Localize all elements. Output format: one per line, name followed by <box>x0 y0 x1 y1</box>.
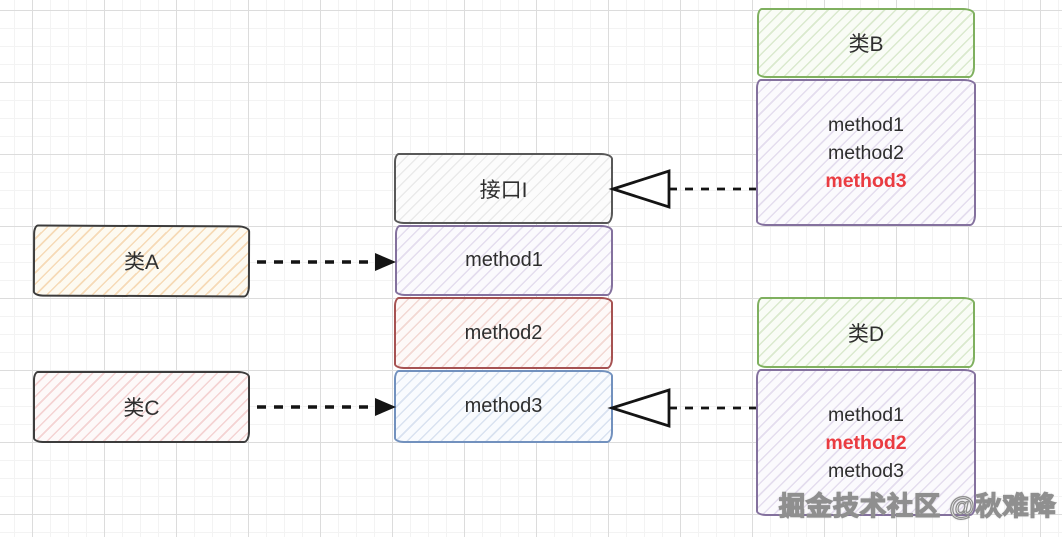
class-d-methods-box: method1 method2 method3 <box>756 369 976 516</box>
class-b-methods-box: method1 method2 method3 <box>756 79 976 226</box>
class-b-title: 类B <box>848 33 884 56</box>
interface-method1-label: method1 <box>465 249 543 271</box>
class-b-method3-highlighted: method3 <box>825 169 907 192</box>
interface-i-label: 接口I <box>479 178 528 202</box>
class-a-label: 类A <box>123 250 160 275</box>
watermark-text: 掘金技术社区 @秋难降 <box>778 490 1057 521</box>
class-d-method2-highlighted: method2 <box>825 431 907 454</box>
interface-i-box: 接口I <box>394 153 613 224</box>
interface-method3-box: method3 <box>394 370 613 443</box>
class-d-method3: method3 <box>828 459 904 482</box>
interface-method2-box: method2 <box>394 297 613 369</box>
arrow-class-c-to-method3 <box>257 398 396 416</box>
realization-class-b-to-interface <box>608 169 756 209</box>
class-d-header-box: 类D <box>757 297 975 368</box>
class-b-method2: method2 <box>828 141 904 164</box>
interface-method3-label: method3 <box>464 395 543 417</box>
class-d-method1: method1 <box>828 403 904 426</box>
realization-class-d-to-method3 <box>607 388 756 428</box>
interface-method1-box: method1 <box>395 225 613 296</box>
class-d-title: 类D <box>847 322 885 346</box>
interface-method2-label: method2 <box>464 321 543 344</box>
class-c-box: 类C <box>33 371 250 443</box>
class-c-label: 类C <box>123 397 160 420</box>
arrow-class-a-to-method1 <box>257 253 396 271</box>
class-a-box: 类A <box>32 224 251 298</box>
class-b-method1: method1 <box>828 113 904 136</box>
class-b-header-box: 类B <box>757 8 975 78</box>
